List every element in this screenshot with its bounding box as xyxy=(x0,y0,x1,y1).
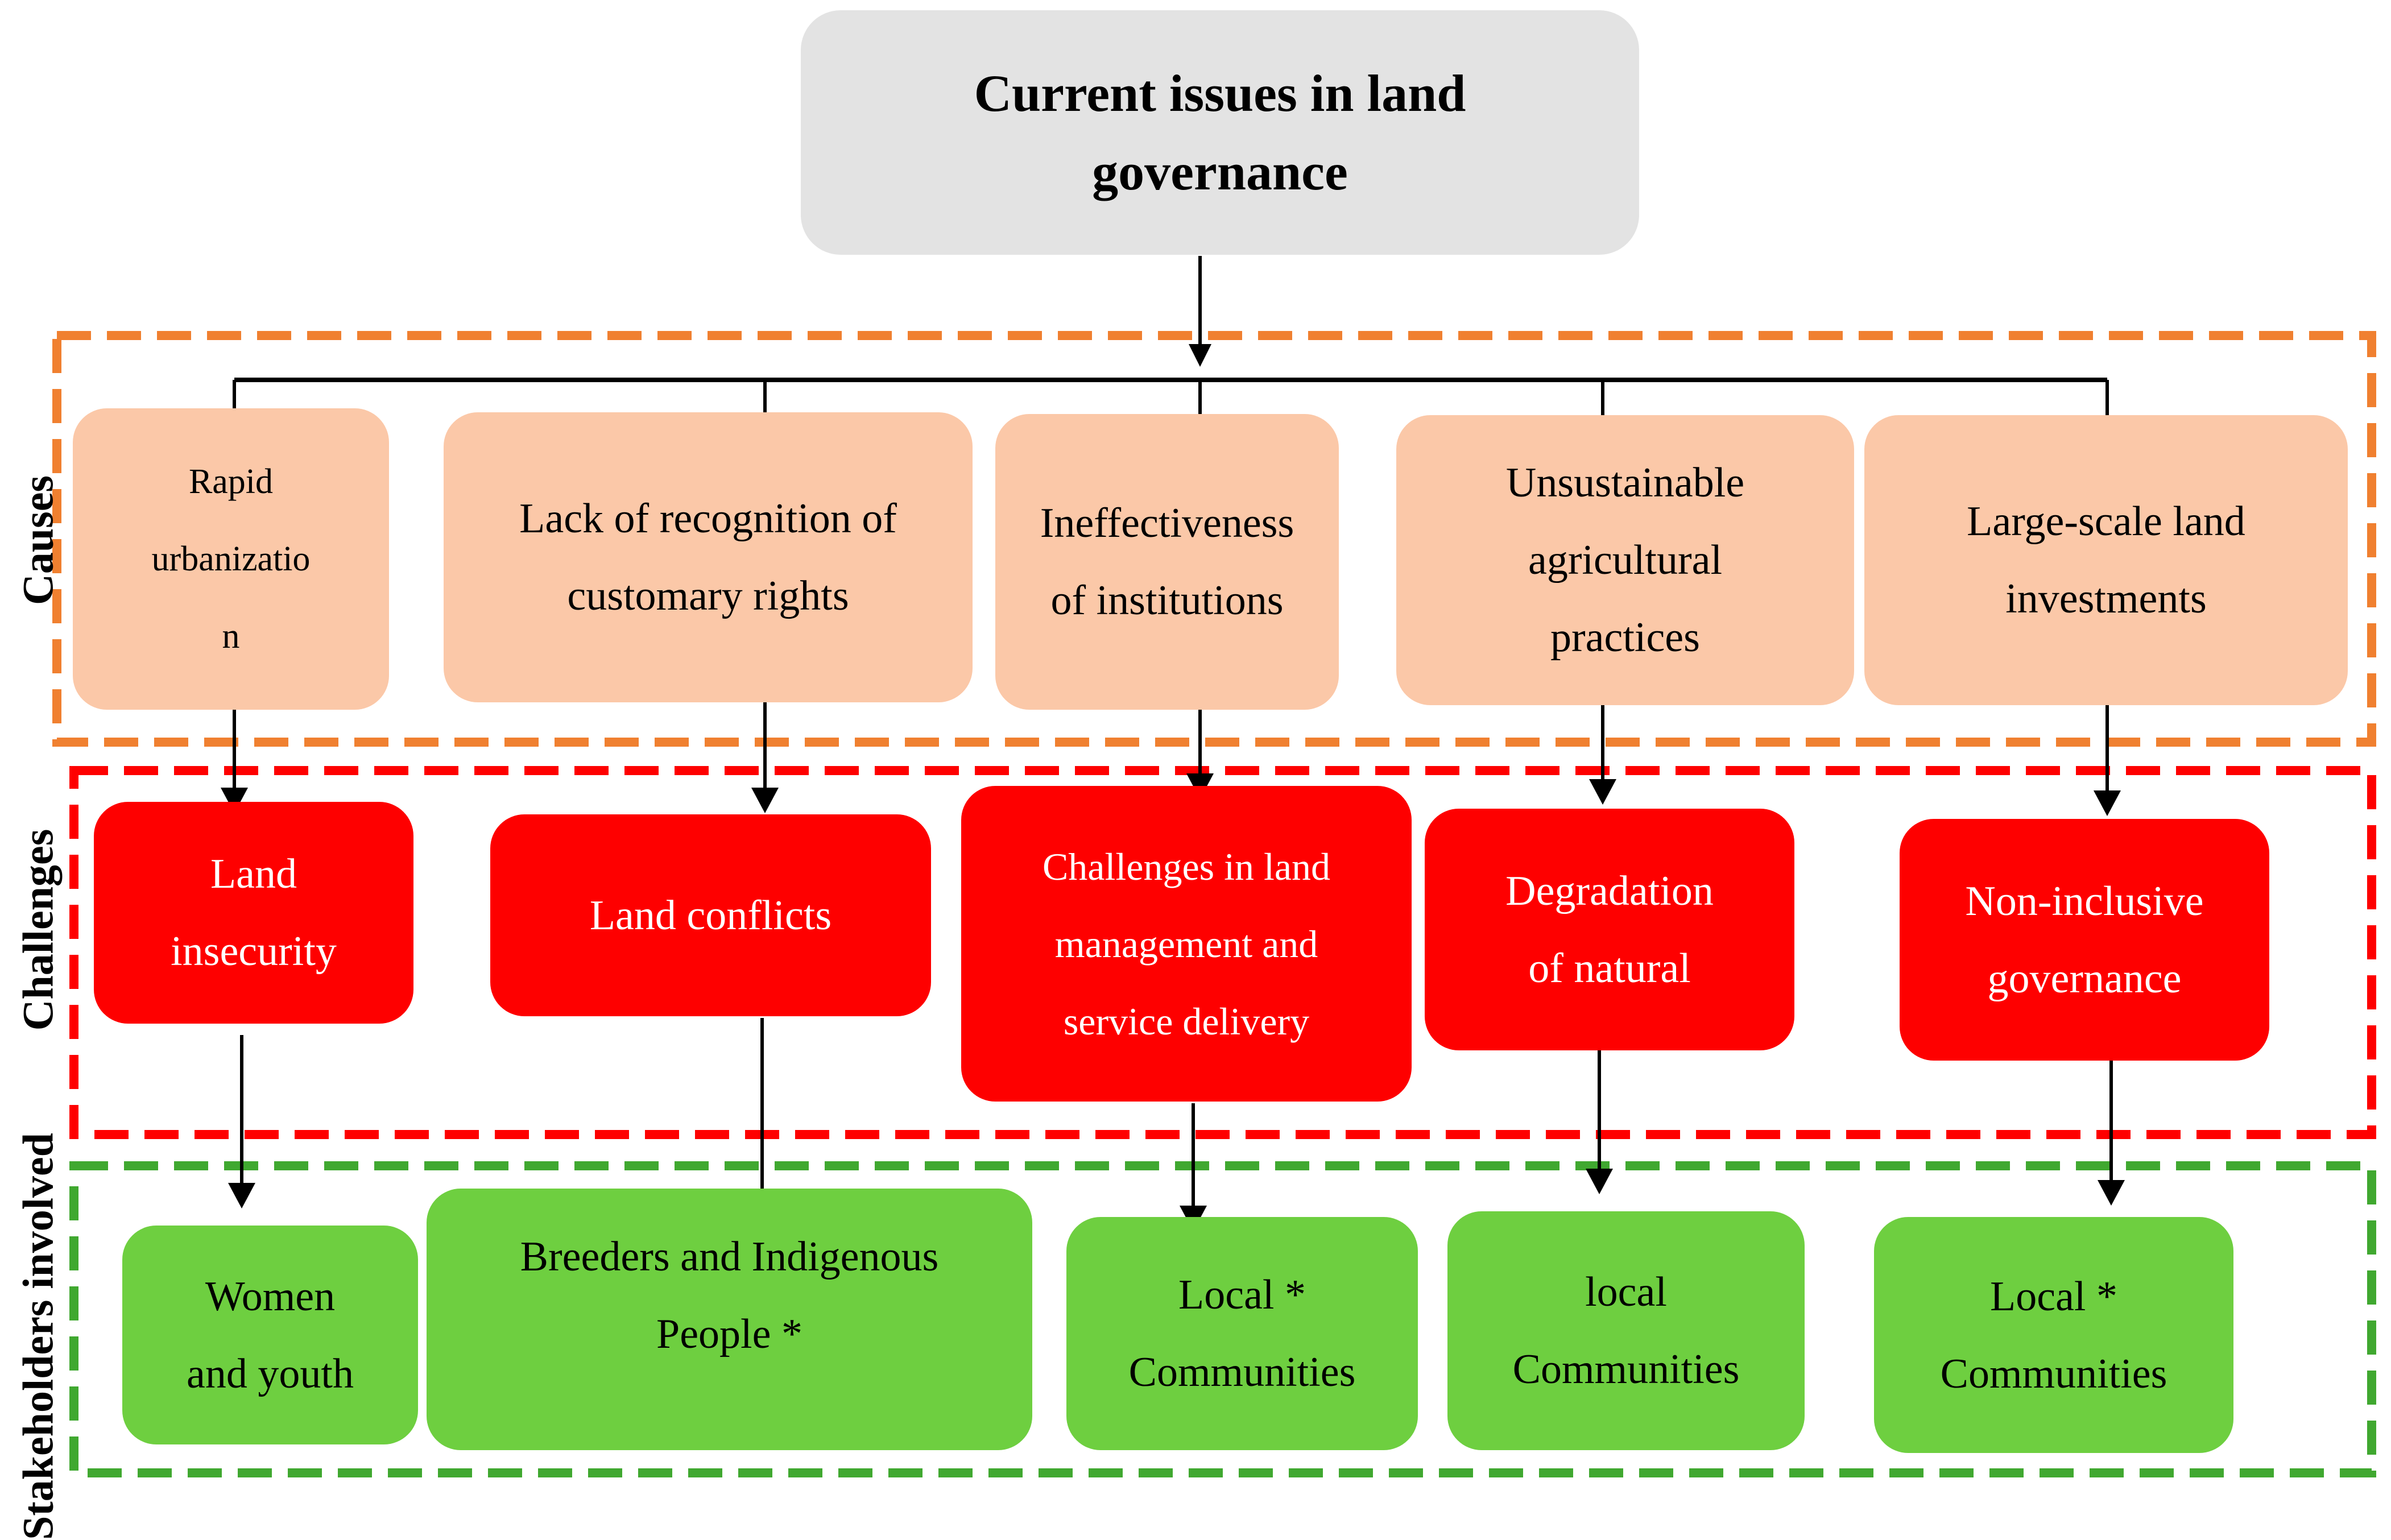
stakeholder-1-line-1: Women xyxy=(205,1273,336,1320)
arrow-cause-4-head xyxy=(1589,779,1616,805)
cause-1-line-2: urbanizatio xyxy=(151,540,311,578)
challenges-section-label: Challenges xyxy=(14,829,63,1031)
cause-1-line-1: Rapid xyxy=(188,462,274,501)
arrow-challenge-1-head xyxy=(228,1183,255,1208)
cause-box-land-investments: Large-scale land investments xyxy=(1864,415,2348,705)
cause-2-line-2: customary rights xyxy=(567,573,849,619)
arrow-cause-5-head xyxy=(2094,790,2121,816)
diagram-title-line-1: Current issues in land xyxy=(974,64,1466,122)
challenge-3-line-1: Challenges in land xyxy=(1042,844,1331,888)
challenge-box-land-conflicts: Land conflicts xyxy=(490,814,931,1016)
cause-box-customary-rights: Lack of recognition of customary rights xyxy=(444,412,973,702)
causes-section-label: Causes xyxy=(14,475,63,606)
stakeholder-2-line-1: Breeders and Indigenous xyxy=(520,1233,939,1280)
diagram-title-line-2: governance xyxy=(1092,143,1348,201)
stakeholder-5-line-2: Communities xyxy=(1940,1350,2167,1397)
cause-4-line-1: Unsustainable xyxy=(1505,459,1745,506)
stakeholder-4-line-2: Communities xyxy=(1512,1346,1740,1393)
stakeholders-frame xyxy=(69,1161,2376,1477)
stakeholder-4-line-1: local xyxy=(1585,1269,1667,1315)
causes-frame xyxy=(52,331,2376,747)
cause-box-agriculture: Unsustainable agricultural practices xyxy=(1396,415,1854,705)
challenge-1-line-1: Land xyxy=(210,851,297,897)
challenges-frame xyxy=(69,766,2376,1139)
challenge-2-line-1: Land conflicts xyxy=(589,892,832,939)
challenge-box-degradation: Degradation of natural xyxy=(1425,809,1794,1050)
challenge-4-line-1: Degradation xyxy=(1505,867,1714,914)
stakeholder-box-local-communities-2: local Communities xyxy=(1447,1211,1805,1450)
cause-2-line-1: Lack of recognition of xyxy=(519,495,897,542)
challenge-3-line-3: service delivery xyxy=(1063,999,1310,1043)
challenge-3-line-2: management and xyxy=(1054,922,1318,966)
cause-4-line-3: practices xyxy=(1550,614,1700,661)
cause-box-institutions: Ineffectiveness of institutions xyxy=(995,414,1339,710)
cause-3-line-2: of institutions xyxy=(1050,577,1284,624)
stakeholder-box-breeders-indigenous: Breeders and Indigenous People * xyxy=(427,1189,1032,1450)
challenge-5-line-2: governance xyxy=(1987,955,2182,1002)
stakeholder-box-local-communities-3: Local * Communities xyxy=(1874,1217,2233,1453)
arrow-cause-2-head xyxy=(751,788,779,813)
challenge-box-land-insecurity: Land insecurity xyxy=(94,802,413,1024)
stakeholder-5-line-1: Local * xyxy=(1990,1273,2117,1320)
cause-4-line-2: agricultural xyxy=(1528,537,1723,583)
challenge-box-non-inclusive: Non-inclusive governance xyxy=(1900,819,2269,1061)
arrow-challenge-4-head xyxy=(1586,1169,1613,1194)
challenge-5-line-1: Non-inclusive xyxy=(1965,877,2204,925)
challenge-4-line-2: of natural xyxy=(1528,945,1691,992)
arrow-challenge-5-head xyxy=(2098,1180,2125,1206)
stakeholder-3-line-1: Local * xyxy=(1178,1272,1306,1318)
stakeholder-1-line-2: and youth xyxy=(187,1350,354,1397)
cause-1-line-3: n xyxy=(222,617,240,656)
stakeholder-box-local-communities-1: Local * Communities xyxy=(1066,1217,1418,1450)
stakeholder-2-line-2: People * xyxy=(656,1311,802,1357)
stakeholder-box-women-youth: Women and youth xyxy=(122,1226,418,1444)
cause-box-rapid-urbanization: Rapid urbanizatio n xyxy=(73,408,389,710)
arrow-cause-1-head xyxy=(221,788,248,813)
cause-5-line-1: Large-scale land xyxy=(1967,498,2245,545)
challenge-box-land-management: Challenges in land management and servic… xyxy=(961,786,1412,1102)
cause-5-line-2: investments xyxy=(2005,576,2207,622)
title-connector-arrowhead xyxy=(1189,344,1211,367)
diagram-title-box: Current issues in land governance xyxy=(801,10,1639,255)
challenge-1-line-2: insecurity xyxy=(171,928,337,975)
stakeholders-section-label: Stakeholders involved xyxy=(14,1133,63,1540)
cause-3-line-1: Ineffectiveness xyxy=(1040,500,1294,547)
stakeholder-3-line-2: Communities xyxy=(1128,1349,1356,1396)
